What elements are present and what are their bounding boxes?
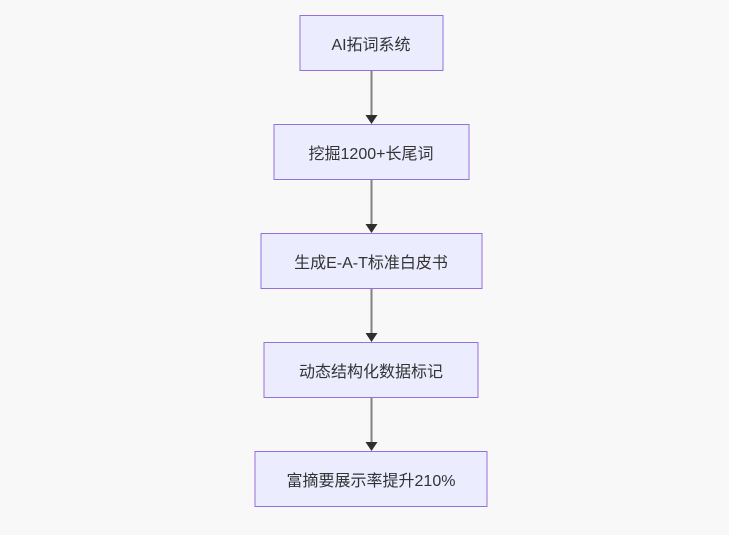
flowchart-diagram: AI拓词系统 挖掘1200+长尾词 生成E-A-T标准白皮书 动态结构化数据标记… [254, 15, 488, 507]
flow-node-label: 动态结构化数据标记 [298, 364, 443, 381]
flow-node-ai-word-expansion: AI拓词系统 [299, 15, 443, 71]
flow-node-rich-snippet-uplift: 富摘要展示率提升210% [254, 451, 488, 507]
edge-line [370, 71, 372, 115]
arrow-down-icon [365, 115, 377, 124]
flow-edge-2-3 [365, 180, 377, 233]
flow-node-eat-whitepaper: 生成E-A-T标准白皮书 [260, 233, 482, 289]
flow-node-label: AI拓词系统 [331, 37, 411, 54]
flow-node-label: 生成E-A-T标准白皮书 [294, 255, 448, 272]
edge-line [370, 398, 372, 442]
flow-edge-4-5 [365, 398, 377, 451]
flow-edge-1-2 [365, 71, 377, 124]
flow-node-longtail-mining: 挖掘1200+长尾词 [273, 124, 469, 180]
edge-line [370, 289, 372, 333]
arrow-down-icon [365, 224, 377, 233]
flow-node-label: 富摘要展示率提升210% [286, 473, 456, 490]
arrow-down-icon [365, 442, 377, 451]
flow-node-structured-data-markup: 动态结构化数据标记 [263, 342, 479, 398]
flow-edge-3-4 [365, 289, 377, 342]
flow-node-label: 挖掘1200+长尾词 [308, 146, 434, 163]
arrow-down-icon [365, 333, 377, 342]
edge-line [370, 180, 372, 224]
